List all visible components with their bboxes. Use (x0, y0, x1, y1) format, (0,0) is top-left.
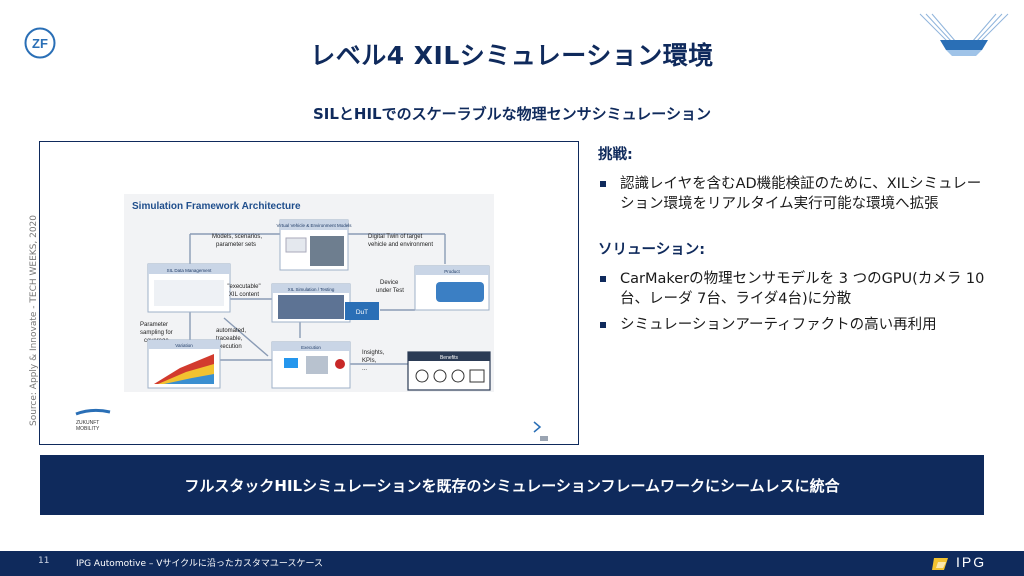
right-column: 挑戦: 認識レイヤを含むAD機能検証のために、XILシミュレーション環境をリアル… (598, 143, 988, 345)
params-label: parameter sets (216, 242, 256, 248)
car-icon (436, 282, 484, 302)
bullet-icon (600, 322, 606, 328)
zukunft-label-2: MOBILITY (76, 426, 100, 432)
chevron-right-icon[interactable] (533, 421, 542, 433)
twin-label-1: Digital Twin of target (368, 234, 423, 240)
challenge-list: 認識レイヤを含むAD機能検証のために、XILシミュレーション環境をリアルタイム実… (598, 174, 988, 214)
architecture-diagram: Simulation Framework Architecture Virtua… (75, 194, 548, 441)
variation-label: Variation (175, 343, 193, 348)
challenge-item: 認識レイヤを含むAD機能検証のために、XILシミュレーション環境をリアルタイム実… (598, 174, 988, 214)
benefit-icon-1 (415, 369, 429, 383)
benefit-icon-2 (433, 369, 447, 383)
execution-label: Execution (301, 345, 321, 350)
virtual-vehicle-label: Virtual Vehicle & Environment Models (277, 223, 353, 228)
insights-label-2: KPIs, (362, 358, 377, 364)
server-icon (306, 356, 328, 374)
executable-label-1: "executable" (227, 284, 260, 290)
solution-item: CarMakerの物理センサモデルを 3 つのGPU(カメラ 10 台、レーダ … (598, 269, 988, 309)
insights-label-3: ... (362, 366, 367, 372)
solution-list: CarMakerの物理センサモデルを 3 つのGPU(カメラ 10 台、レーダ … (598, 269, 988, 335)
summary-banner: フルスタックHILシミュレーションを既存のシミュレーションフレームワークにシーム… (40, 455, 984, 515)
source-note: Source: Apply & Innovate - TECH WEEKS, 2… (29, 214, 39, 426)
product-label: Product (444, 269, 460, 274)
challenge-item-text: 認識レイヤを含むAD機能検証のために、XILシミュレーション環境をリアルタイム実… (620, 176, 982, 212)
diagram-title: Simulation Framework Architecture (132, 201, 301, 212)
solution-item: シミュレーションアーティファクトの高い再利用 (598, 315, 988, 335)
benefit-icon-3 (451, 369, 465, 383)
solution-item-text: シミュレーションアーティファクトの高い再利用 (620, 317, 937, 333)
challenge-heading: 挑戦: (598, 147, 633, 163)
insights-label-1: Insights, (362, 350, 385, 356)
slide-indicator-icon (540, 436, 548, 441)
page-subtitle: SILとHILでのスケーラブルな物理センサシミュレーション (312, 105, 712, 123)
solution-heading: ソリューション: (598, 242, 706, 258)
benefit-icon-4 (469, 369, 485, 383)
footer-text: IPG Automotive – Vサイクルに沿ったカスタマユースケース (76, 559, 324, 569)
benefits-label: Benefits (440, 355, 459, 361)
dut-label: DuT (356, 309, 368, 316)
bullet-icon (600, 181, 606, 187)
architecture-figure: Simulation Framework Architecture Virtua… (39, 141, 579, 445)
xil-sim-label: XIL Simulation / Testing (288, 287, 335, 292)
device-label-2: under Test (376, 288, 404, 294)
zukunft-logo (75, 408, 111, 416)
page-title: レベル4 XILシミュレーション環境 (310, 41, 714, 70)
executable-label-2: XIL content (229, 292, 259, 298)
page-number: 11 (38, 556, 50, 566)
ipg-logo-icon (932, 558, 948, 570)
param-label-1: Parameter (140, 322, 168, 328)
zukunft-label-1: ZUKUNFT (76, 420, 99, 426)
zf-logo: ZF (24, 27, 56, 59)
device-label-1: Device (380, 280, 399, 286)
param-label-2: sampling for (140, 330, 173, 336)
dut-box (345, 302, 379, 320)
twin-label-2: vehicle and environment (368, 242, 433, 248)
models-label: Models, scenarios, (212, 234, 262, 240)
bullet-icon (600, 276, 606, 282)
sil-data-label: SIL Data Management (167, 268, 213, 273)
automated-label-3: execution (216, 344, 242, 350)
cloud-icon (335, 359, 345, 369)
ipg-brand: IPG (956, 554, 987, 570)
automated-label-1: automated, (216, 328, 246, 334)
automated-label-2: traceable, (216, 336, 243, 342)
logo-text: ZF (32, 36, 48, 51)
solution-item-text: CarMakerの物理センサモデルを 3 つのGPU(カメラ 10 台、レーダ … (620, 271, 985, 307)
docker-icon (284, 358, 298, 368)
decorative-lines-icon (919, 13, 1009, 56)
footer-bar (0, 551, 1024, 576)
